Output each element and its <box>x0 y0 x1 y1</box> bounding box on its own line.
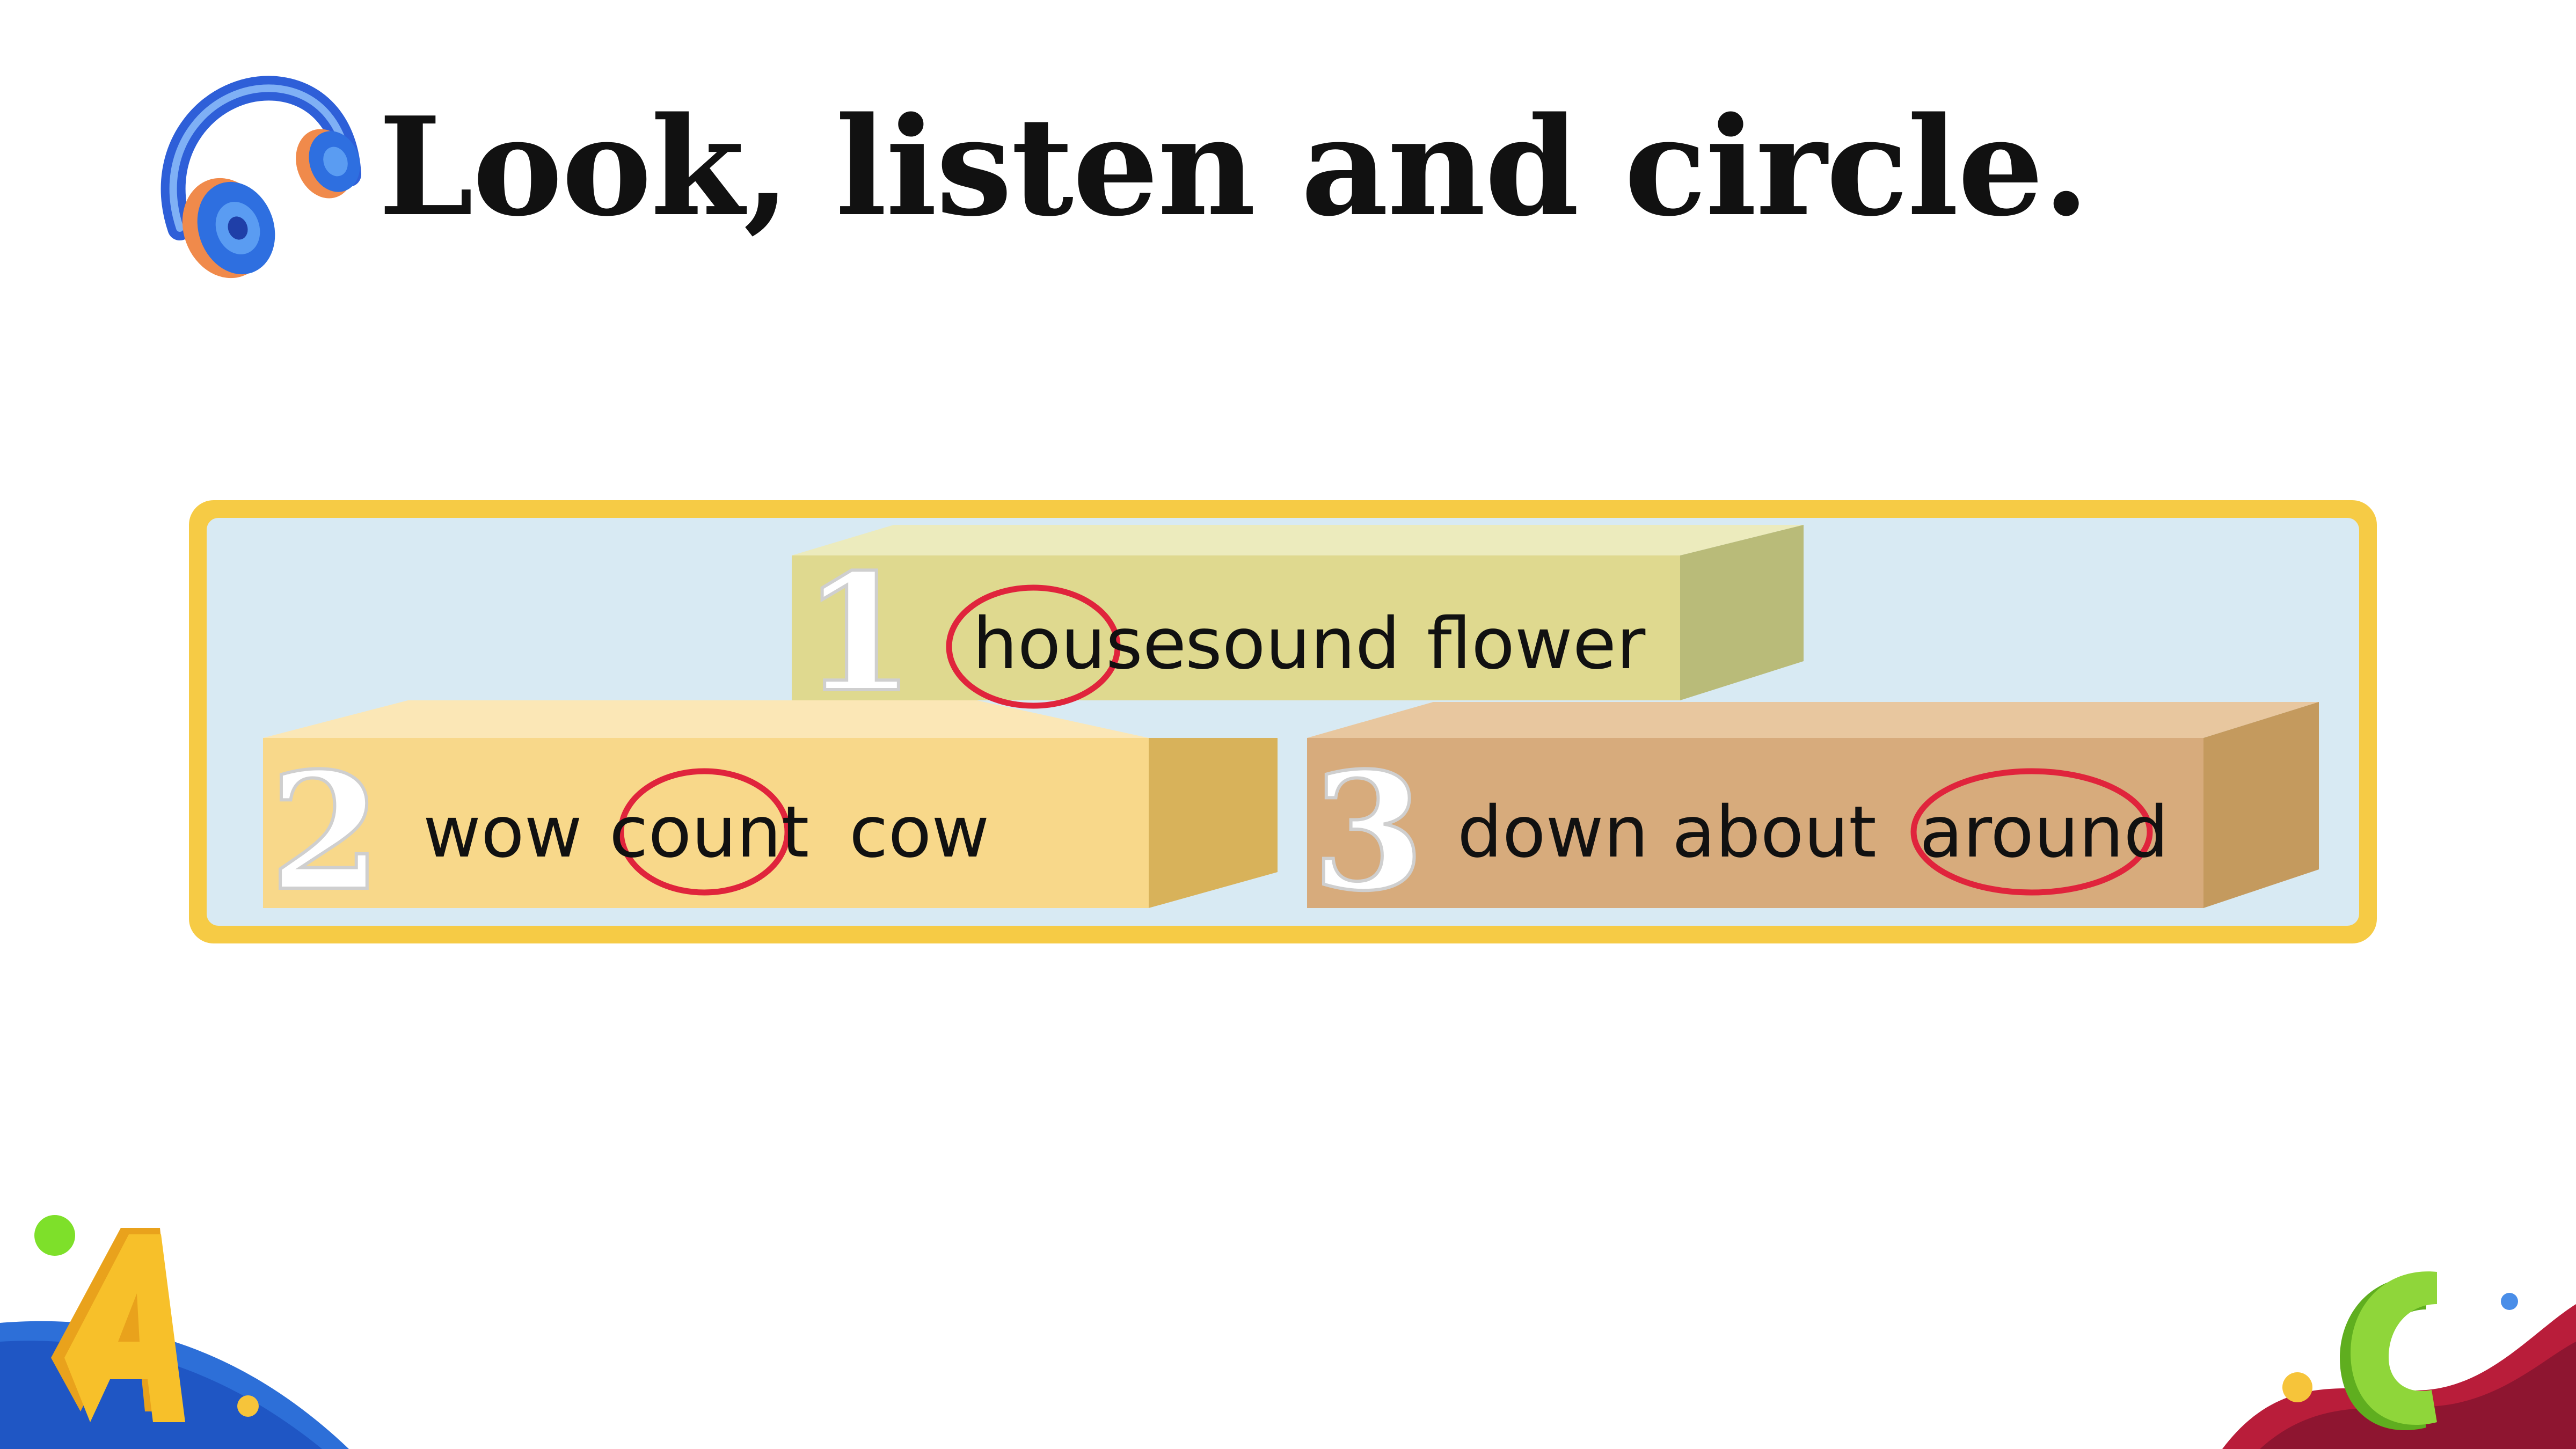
headphones-icon <box>160 76 361 279</box>
circle-mark-around <box>1910 768 2153 896</box>
page-title: Look, listen and circle. <box>378 87 2090 246</box>
row-3-word-2: about <box>1672 791 1877 874</box>
row-1-word-1: house <box>973 603 1186 685</box>
row-2-word-3: cow <box>849 791 989 874</box>
row-3-number: 3 <box>1312 737 1425 926</box>
row-1-word-3: flower <box>1427 603 1646 685</box>
exercise-panel: 1 house sound flower 2 wow count cow 3 d… <box>189 500 2377 943</box>
row-2-word-2: count <box>609 791 809 874</box>
row-3-word-1: down <box>1457 791 1648 874</box>
block-3: 3 down about around <box>1307 702 2319 928</box>
circle-mark-count <box>618 768 791 896</box>
row-1-number: 1 <box>802 538 915 728</box>
block-2: 2 wow count cow <box>263 700 1278 928</box>
block-1: 1 house sound flower <box>792 525 1804 729</box>
row-3-word-3: around <box>1920 791 2169 874</box>
row-1-word-2: sound <box>1185 603 1400 685</box>
row-2-number: 2 <box>269 737 382 926</box>
letter-c-decoration <box>2222 1271 2576 1449</box>
row-2-word-1: wow <box>423 791 582 874</box>
circle-mark-house <box>946 584 1121 709</box>
letter-a-decoration <box>0 1215 349 1449</box>
